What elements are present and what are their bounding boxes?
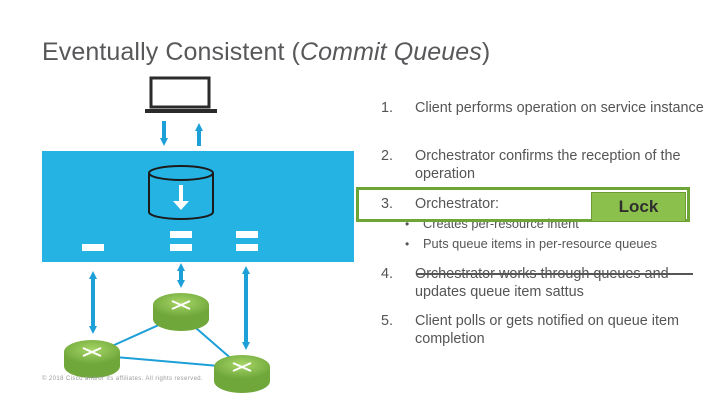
- highlight-box: [356, 187, 690, 222]
- bullet-dot: •: [405, 217, 410, 231]
- step-text: Client polls or gets notified on queue i…: [415, 313, 679, 347]
- bullet-item: • Puts queue items in per-resource queues: [405, 236, 720, 252]
- queue-icon-right: [236, 231, 258, 251]
- step-number: 3.: [381, 196, 394, 212]
- step-number: 1.: [381, 100, 394, 116]
- device-arrows: [89, 263, 250, 350]
- client-arrows: [160, 121, 203, 146]
- router-icon-right: [214, 355, 270, 393]
- database-icon: [148, 165, 214, 220]
- step-number: 4.: [381, 266, 394, 282]
- bullet-text: Puts queue items in per-resource queues: [423, 236, 658, 251]
- step-number: 2.: [381, 148, 394, 164]
- step-text: Client performs operation on service ins…: [415, 100, 704, 116]
- bullet-dot: •: [405, 237, 410, 251]
- strikethrough-line: [416, 273, 693, 275]
- step-text: Orchestrator works through queues and up…: [415, 266, 669, 300]
- copyright-footer: © 2018 Cisco and/or its affiliates. All …: [42, 376, 204, 382]
- step-text: Orchestrator confirms the reception of t…: [415, 148, 681, 182]
- title-emphasis: Commit Queues: [299, 38, 482, 66]
- queue-icon-center: [170, 231, 192, 251]
- laptop-icon: [145, 76, 217, 113]
- router-icon-top: [153, 293, 209, 331]
- title-text: Eventually Consistent (: [42, 38, 300, 66]
- title-close: ): [481, 38, 491, 66]
- queue-icon-left: [82, 244, 104, 251]
- lock-label: Lock: [591, 192, 686, 222]
- slide-title: Eventually Consistent (Commit Queues): [42, 38, 490, 67]
- step-number: 5.: [381, 313, 394, 329]
- router-icon-left: [64, 340, 120, 378]
- orchestrator-box: [42, 151, 354, 262]
- step-text: Orchestrator:: [415, 196, 499, 212]
